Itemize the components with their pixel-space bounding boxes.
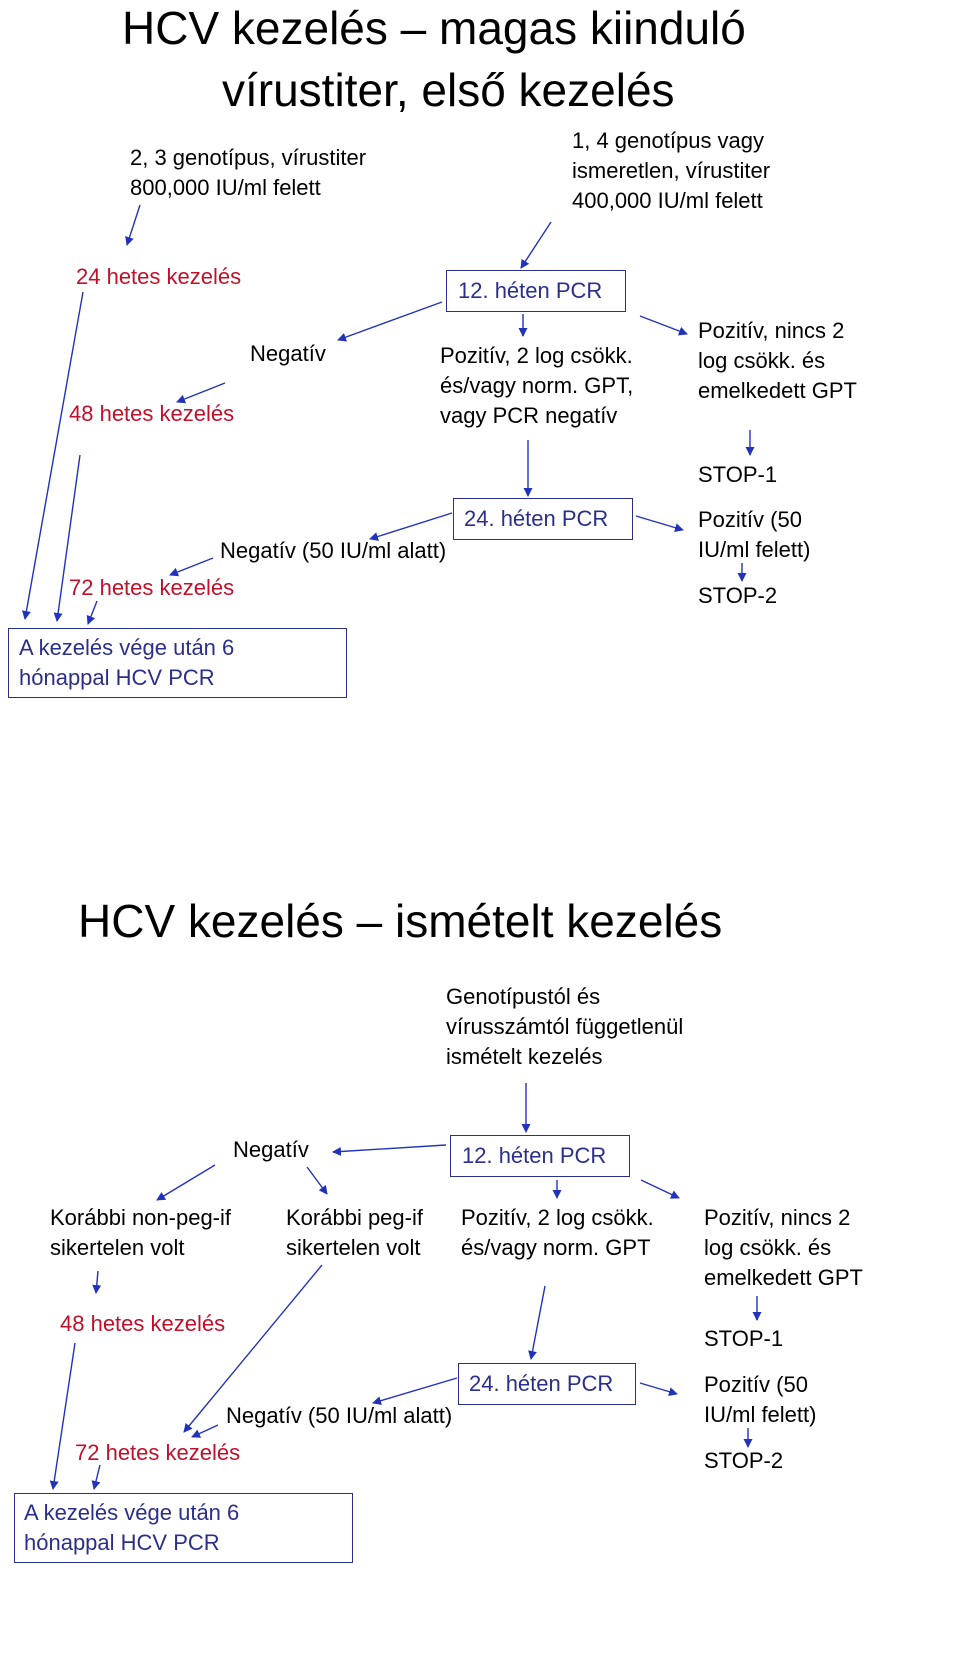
d2-arrow-nonpeg-to-48w	[92, 1270, 102, 1294]
d1-final-line1: A kezelés vége után 6	[19, 635, 235, 660]
d1-pos-right-line2: log csökk. és	[698, 348, 826, 373]
d1-arrow-24w-to-final	[21, 291, 84, 620]
d2-arrow-48w-to-final	[49, 1342, 76, 1490]
d2-positive-2log: Pozitív, 2 log csökk. és/vagy norm. GPT	[461, 1203, 654, 1263]
d2-negative: Negatív	[233, 1137, 309, 1162]
d2-arrow-negative-to-nonpeg	[156, 1164, 216, 1201]
d1-arrow-pcr12-to-negative	[337, 301, 443, 342]
d1-pos50-line2: IU/ml felett)	[698, 537, 811, 562]
d1-pos-mid-line1: Pozitív, 2 log csökk.	[440, 343, 633, 368]
d1-positive-no-2log: Pozitív, nincs 2 log csökk. és emelkedet…	[698, 316, 857, 406]
d1-negative: Negatív	[250, 341, 326, 366]
d2-positive-no-2log: Pozitív, nincs 2 log csökk. és emelkedet…	[704, 1203, 863, 1293]
d1-pos-right-line3: emelkedett GPT	[698, 378, 857, 403]
d1-arrow-48w-to-final	[53, 454, 81, 622]
d1-cond-b-line3: 400,000 IU/ml felett	[572, 188, 763, 213]
d1-arrow-pcr12-to-pos-right	[639, 315, 688, 336]
d1-pos-right-line1: Pozitív, nincs 2	[698, 318, 845, 343]
d2-peg-line2: sikertelen volt	[286, 1235, 421, 1260]
d2-final-pcr-text: A kezelés vége után 6 hónappal HCV PCR	[24, 1498, 239, 1558]
d2-arrow-neg50-to-72w	[191, 1424, 219, 1438]
d2-cond-line2: vírusszámtól függetlenül	[446, 1014, 684, 1039]
d2-final-line1: A kezelés vége után 6	[24, 1500, 240, 1525]
d1-arrow-pcr24-to-neg50	[369, 512, 453, 541]
d1-pcr-week24-box	[453, 498, 633, 540]
d2-pos50-line2: IU/ml felett)	[704, 1402, 817, 1427]
d2-negative-below-50: Negatív (50 IU/ml alatt)	[226, 1403, 453, 1428]
d2-arrow-pos-mid-to-pcr24	[528, 1285, 546, 1360]
d1-arrow-72w-to-final	[86, 600, 98, 625]
d1-positive-above-50: Pozitív (50 IU/ml felett)	[698, 505, 810, 565]
d2-peg-line1: Korábbi peg-if	[286, 1205, 423, 1230]
d2-final-pcr-box	[14, 1493, 353, 1563]
d1-arrow-cond-b-to-pcr12	[520, 221, 552, 269]
d2-arrow-pcr12-to-negative	[332, 1144, 447, 1156]
d1-treatment-24-weeks: 24 hetes kezelés	[76, 264, 242, 289]
d1-cond-b-line2: ismeretlen, vírustiter	[572, 158, 771, 183]
d1-stop2: STOP-2	[698, 583, 778, 608]
d1-treatment-48-weeks: 48 hetes kezelés	[69, 401, 235, 426]
diagram1-title-line2: vírustiter, első kezelés	[222, 64, 675, 116]
d2-pos-mid-line1: Pozitív, 2 log csökk.	[461, 1205, 654, 1230]
d2-positive-above-50: Pozitív (50 IU/ml felett)	[704, 1370, 816, 1430]
d1-condition-genotype-2-3: 2, 3 genotípus, vírustiter 800,000 IU/ml…	[130, 143, 366, 203]
d2-arrow-pcr24-to-neg50	[372, 1377, 458, 1406]
diagram1-title-line1: HCV kezelés – magas kiinduló	[122, 2, 746, 54]
d2-pcr-week12-box	[450, 1135, 630, 1177]
d2-treatment-72-weeks: 72 hetes kezelés	[75, 1440, 241, 1465]
d1-positive-2log: Pozitív, 2 log csökk. és/vagy norm. GPT,…	[440, 341, 633, 431]
d1-pos-mid-line2: és/vagy norm. GPT,	[440, 373, 634, 398]
d2-pcr-week12-label: 12. héten PCR	[462, 1143, 607, 1168]
d2-pos-right-line3: emelkedett GPT	[704, 1265, 863, 1290]
diagram2-title: HCV kezelés – ismételt kezelés	[78, 895, 723, 947]
d1-condition-genotype-1-4: 1, 4 genotípus vagy ismeretlen, vírustit…	[572, 126, 770, 216]
d1-arrow-pcr24-to-pos50	[635, 515, 684, 533]
d2-stop1: STOP-1	[704, 1326, 784, 1351]
d2-arrow-pcr24-to-pos50	[639, 1382, 678, 1397]
d1-final-line2: hónappal HCV PCR	[19, 665, 215, 690]
d2-pos-mid-line2: és/vagy norm. GPT	[461, 1235, 651, 1260]
d2-stop2: STOP-2	[704, 1448, 784, 1473]
d2-pos-right-line2: log csökk. és	[704, 1235, 832, 1260]
d2-nonpeg-line2: sikertelen volt	[50, 1235, 185, 1260]
d1-pos-mid-line3: vagy PCR negatív	[440, 403, 618, 428]
d2-arrow-pcr12-to-pos-right	[640, 1179, 680, 1199]
d1-stop1: STOP-1	[698, 462, 778, 487]
d2-pcr-week24-box	[458, 1363, 636, 1405]
d2-prev-non-peg: Korábbi non-peg-if sikertelen volt	[50, 1203, 231, 1263]
d2-cond-line1: Genotípustól és	[446, 984, 601, 1009]
d2-arrow-peg-to-72w	[183, 1264, 323, 1433]
d1-arrow-negative-to-48w	[176, 382, 226, 404]
d2-condition: Genotípustól és vírusszámtól függetlenül…	[446, 982, 683, 1072]
d2-arrow-72w-to-final	[91, 1464, 101, 1490]
d1-pcr-week12-label: 12. héten PCR	[458, 278, 603, 303]
d1-arrow-cond-a-to-24w	[125, 204, 141, 246]
d1-arrow-neg50-to-72w	[169, 557, 214, 577]
d2-final-line2: hónappal HCV PCR	[24, 1530, 220, 1555]
d2-cond-line3: ismételt kezelés	[446, 1044, 603, 1069]
d1-pcr-week24-label: 24. héten PCR	[464, 506, 609, 531]
d2-treatment-48-weeks: 48 hetes kezelés	[60, 1311, 226, 1336]
d1-cond-a-line1: 2, 3 genotípus, vírustiter	[130, 145, 367, 170]
d1-pcr-week12-box	[446, 270, 626, 312]
d1-cond-b-line1: 1, 4 genotípus vagy	[572, 128, 765, 153]
d1-pos50-line1: Pozitív (50	[698, 507, 802, 532]
d1-cond-a-line2: 800,000 IU/ml felett	[130, 175, 321, 200]
d1-treatment-72-weeks: 72 hetes kezelés	[69, 575, 235, 600]
d2-pcr-week24-label: 24. héten PCR	[469, 1371, 614, 1396]
d2-pos-right-line1: Pozitív, nincs 2	[704, 1205, 851, 1230]
d1-final-pcr-text: A kezelés vége után 6 hónappal HCV PCR	[19, 633, 234, 693]
d2-pos50-line1: Pozitív (50	[704, 1372, 808, 1397]
d2-prev-peg: Korábbi peg-if sikertelen volt	[286, 1203, 423, 1263]
d1-final-pcr-box	[8, 628, 347, 698]
d2-nonpeg-line1: Korábbi non-peg-if	[50, 1205, 232, 1230]
d1-negative-below-50: Negatív (50 IU/ml alatt)	[220, 538, 447, 563]
d2-arrow-negative-to-peg	[306, 1166, 328, 1195]
